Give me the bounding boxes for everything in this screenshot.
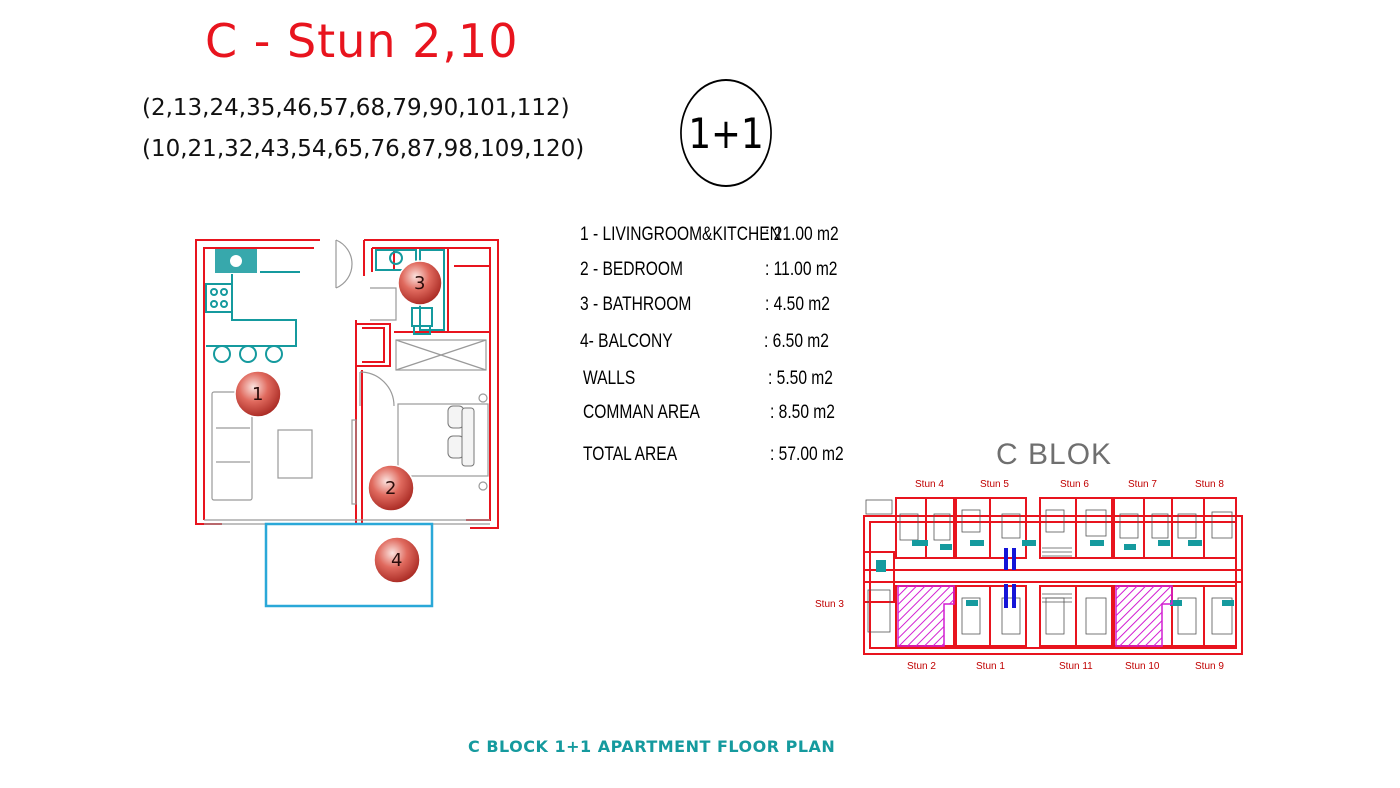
area-name-livingroom: 1 - LIVINGROOM&KITCHEN — [580, 224, 781, 245]
area-value-total: : 57.00 m2 — [770, 444, 844, 465]
stun-label-5: Stun 5 — [980, 479, 1009, 490]
room-marker-label-1: 1 — [252, 384, 264, 405]
stun-label-7: Stun 7 — [1128, 479, 1157, 490]
stun-label-6: Stun 6 — [1060, 479, 1089, 490]
area-name-balcony: 4- BALCONY — [580, 331, 673, 352]
apartment-type-label: 1+1 — [688, 108, 764, 158]
room-marker-1 — [234, 370, 282, 418]
unit-numbers-line-2: (10,21,32,43,54,65,76,87,98,109,120) — [142, 136, 585, 162]
area-value-balcony: : 6.50 m2 — [764, 331, 829, 352]
area-value-bathroom: : 4.50 m2 — [765, 294, 830, 315]
area-name-total: TOTAL AREA — [583, 444, 678, 465]
stun-label-9: Stun 9 — [1195, 661, 1224, 672]
highlighted-units — [897, 585, 1173, 647]
room-marker-4 — [373, 536, 421, 584]
room-marker-label-3: 3 — [414, 273, 426, 294]
highlight-stun-10 — [1115, 585, 1173, 647]
exterior-walls — [195, 239, 499, 529]
block-core-blue — [1004, 548, 1016, 608]
area-name-common: COMMAN AREA — [583, 402, 700, 423]
balcony-outline — [264, 522, 434, 608]
page-title: C - Stun 2,10 — [205, 14, 519, 68]
stun-label-8: Stun 8 — [1195, 479, 1224, 490]
area-name-walls: WALLS — [583, 368, 636, 389]
kitchen-fixtures — [205, 249, 300, 363]
block-plan-title: C BLOK — [996, 438, 1113, 471]
block-teal-fixtures — [876, 540, 1234, 606]
area-value-walls: : 5.50 m2 — [768, 368, 833, 389]
room-marker-label-4: 4 — [391, 550, 403, 571]
stun-label-10: Stun 10 — [1125, 661, 1160, 672]
area-value-bedroom: : 11.00 m2 — [765, 259, 838, 280]
room-marker-label-2: 2 — [385, 478, 397, 499]
stun-label-4: Stun 4 — [915, 479, 944, 490]
stun-label-2: Stun 2 — [907, 661, 936, 672]
room-interiors — [204, 239, 490, 525]
footer-caption: C BLOCK 1+1 APARTMENT FLOOR PLAN — [468, 737, 836, 756]
area-value-livingroom: : 21.00 m2 — [765, 224, 839, 245]
room-marker-3 — [397, 260, 443, 306]
area-name-bedroom: 2 - BEDROOM — [580, 259, 684, 280]
block-interior-details — [865, 499, 1233, 635]
apartment-type-badge: 1+1 — [680, 79, 772, 187]
unit-numbers-line-1: (2,13,24,35,46,57,68,79,90,101,112) — [142, 95, 570, 121]
room-marker-2 — [367, 464, 415, 512]
bed — [447, 405, 475, 467]
stun-label-11: Stun 11 — [1059, 661, 1093, 672]
stun-label-1: Stun 1 — [976, 661, 1005, 672]
area-value-common: : 8.50 m2 — [770, 402, 835, 423]
area-name-bathroom: 3 - BATHROOM — [580, 294, 692, 315]
stun-label-3: Stun 3 — [815, 599, 844, 610]
highlight-stun-2 — [897, 585, 955, 647]
